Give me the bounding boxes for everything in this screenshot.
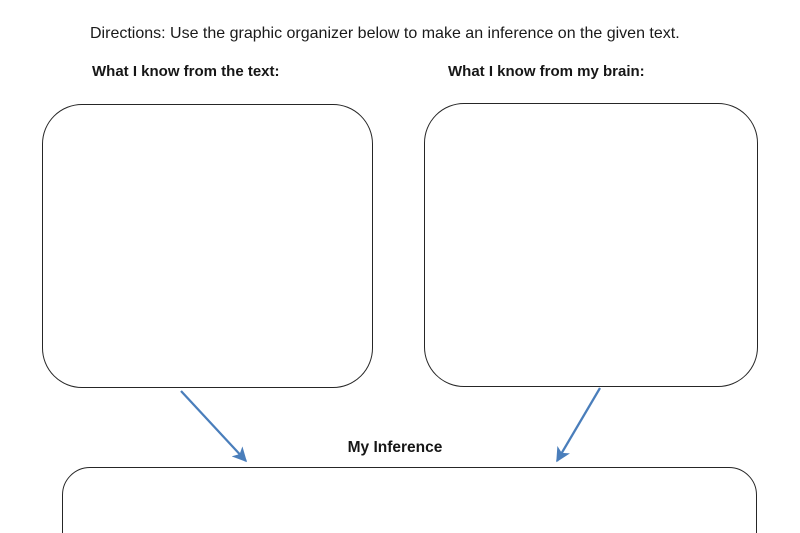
directions-text: Directions: Use the graphic organizer be… (90, 25, 680, 42)
inference-box[interactable] (62, 467, 757, 533)
text-knowledge-box[interactable] (42, 104, 373, 388)
brain-box-label: What I know from my brain: (448, 63, 645, 80)
inference-label: My Inference (347, 439, 443, 456)
brain-knowledge-box[interactable] (424, 103, 758, 387)
text-box-label: What I know from the text: (92, 63, 280, 80)
